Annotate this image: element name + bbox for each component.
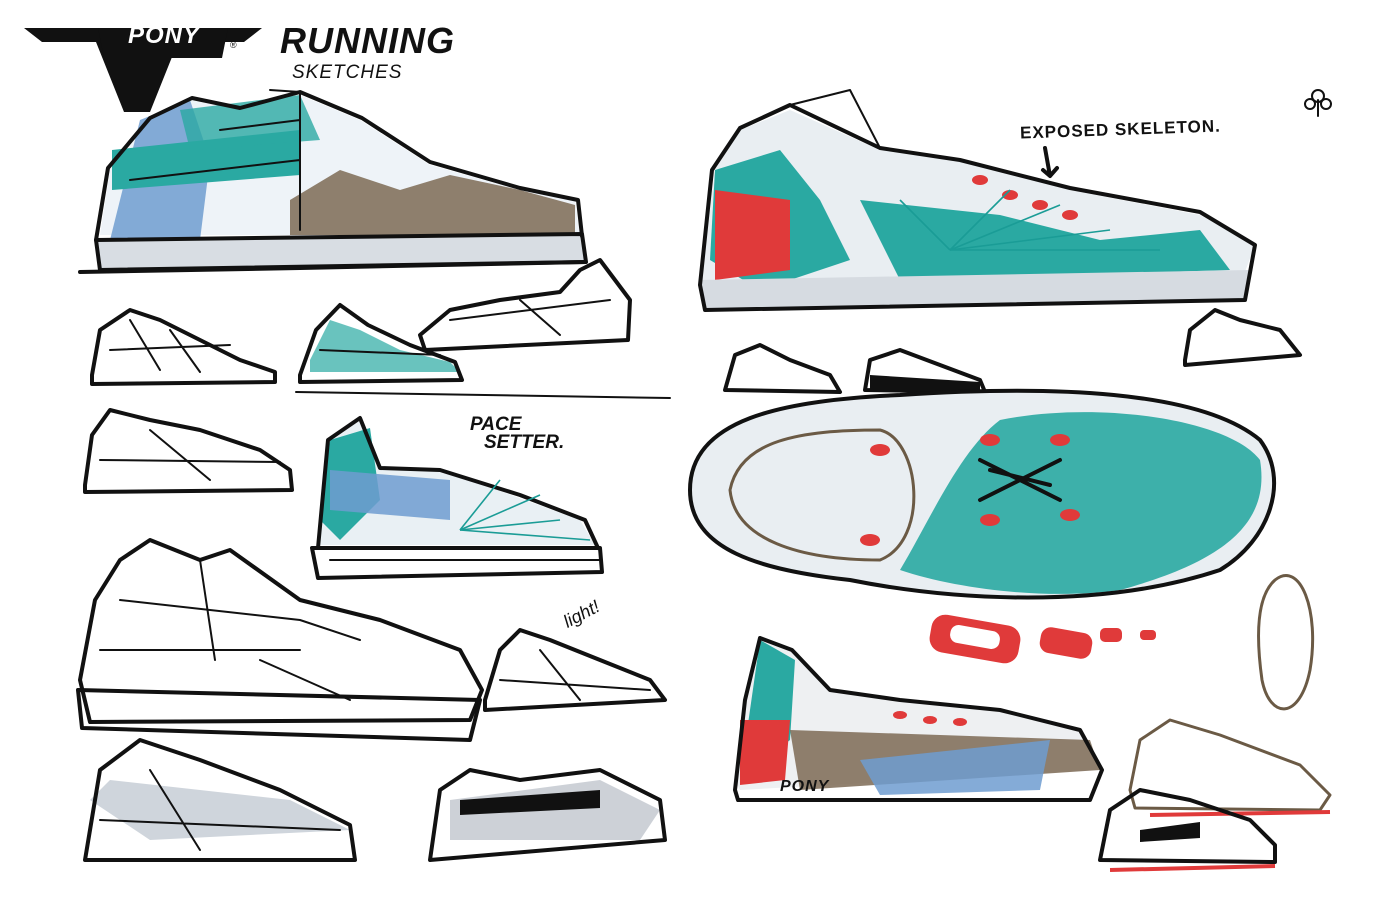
thumb-shoe-right-1 <box>723 343 842 394</box>
bottom-shoe-1 <box>83 738 357 862</box>
thumb-shoe-right-3 <box>1183 308 1302 367</box>
registered-mark: ® <box>230 40 237 50</box>
thumb-shoe-2 <box>298 303 464 384</box>
flower-signature-icon <box>1304 89 1332 117</box>
page-subtitle: SKETCHES <box>292 62 403 83</box>
light-shoe <box>483 628 667 712</box>
thumb-shoe-3 <box>295 258 671 399</box>
page-title: RUNNING <box>280 20 455 61</box>
side-sole-sketch <box>1257 574 1315 711</box>
bottom-shoe-color <box>733 636 1104 802</box>
pony-logo-mark <box>24 28 262 112</box>
heel-logo-text: PONY <box>780 778 830 795</box>
annotation-pace: PACE <box>470 414 522 435</box>
thumb-shoe-1 <box>90 308 277 386</box>
lace-cage-parts <box>929 614 1156 664</box>
pace-setter-shoe <box>310 416 604 580</box>
small-shoe-bottom-right <box>1098 788 1277 872</box>
brown-outline-shoe <box>1128 718 1332 817</box>
outline-shoe-large <box>76 538 484 742</box>
bottom-shoe-2 <box>428 768 667 862</box>
annotation-setter: SETTER. <box>484 432 565 453</box>
brand-logo-text: PONY <box>127 22 200 49</box>
hero-shoe-left <box>78 89 588 274</box>
thumb-shoe-4 <box>83 408 294 494</box>
thumb-shoe-right-2 <box>863 348 987 394</box>
exposed-skeleton-shoe <box>698 89 1257 312</box>
shoe-top-view <box>688 388 1276 600</box>
